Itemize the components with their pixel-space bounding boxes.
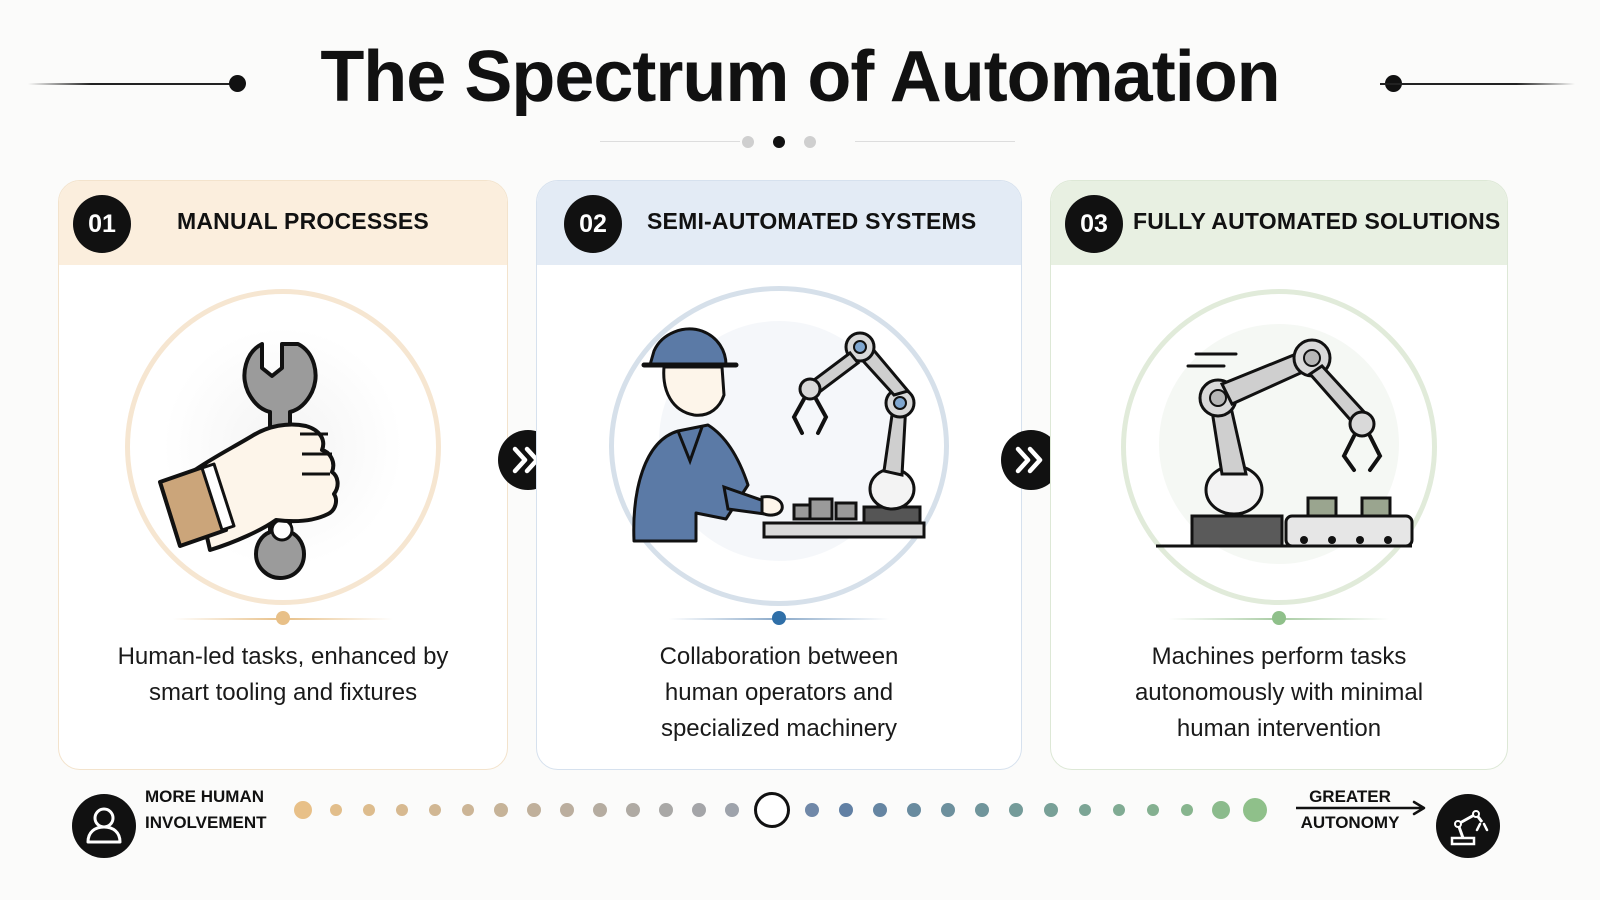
card-title: SEMI-AUTOMATED SYSTEMS (647, 208, 977, 234)
person-icon (72, 794, 136, 858)
divider-dot (772, 611, 786, 625)
scale-dot (1180, 804, 1193, 816)
scale-dot (593, 803, 607, 817)
automation-scale: MORE HUMAN INVOLVEMENT GREATER AUTONOMY (0, 787, 1600, 880)
card-fully-automated-solutions: 03 FULLY AUTOMATED SOLUTIONS (1050, 180, 1508, 770)
scale-dot (839, 803, 854, 817)
scale-dot (560, 803, 574, 817)
robot-arm-icon (1436, 794, 1500, 858)
step-badge: 03 (1065, 195, 1123, 253)
scale-dot (462, 804, 474, 816)
scale-dot (941, 803, 956, 817)
scale-dot (1211, 801, 1230, 819)
divider-dot (1272, 611, 1286, 625)
scale-right-label-line2: AUTONOMY (1300, 813, 1400, 832)
scale-dot (907, 803, 922, 817)
pagination-dot-active (773, 136, 785, 148)
card-manual-processes: 01 MANUAL PROCESSES Human-led tasks, enh… (58, 180, 508, 770)
scale-dot (1146, 804, 1159, 816)
page-title: The Spectrum of Automation (320, 37, 1280, 117)
scale-dot (494, 803, 508, 817)
scale-dot (396, 804, 408, 816)
scale-dot (725, 803, 739, 817)
scale-dot (873, 803, 888, 817)
scale-dot (294, 801, 312, 819)
card-header: 03 FULLY AUTOMATED SOLUTIONS (1051, 181, 1507, 265)
card-description: Machines perform tasks autonomously with… (1134, 643, 1424, 742)
hand-wrench-icon (125, 289, 441, 605)
scale-dot (692, 803, 706, 817)
scale-left-label-line2: INVOLVEMENT (145, 813, 267, 832)
title-pagination-dots (0, 132, 1600, 152)
title-left-line (28, 83, 238, 85)
scale-dot (1078, 804, 1091, 816)
double-chevron-right-icon (1015, 446, 1043, 474)
title-row: The Spectrum of Automation (0, 28, 1600, 138)
card-header: 02 SEMI-AUTOMATED SYSTEMS (537, 181, 1021, 265)
scale-left-label-line1: MORE HUMAN (145, 787, 264, 806)
card-description: Human-led tasks, enhanced by smart tooli… (117, 643, 449, 706)
card-description: Collaboration between human operators an… (659, 643, 899, 742)
card-title: MANUAL PROCESSES (177, 208, 429, 234)
scale-dot (429, 804, 441, 816)
robot-arm-conveyor-icon (1121, 289, 1437, 605)
scale-dot (975, 803, 990, 817)
pagination-dot (742, 136, 754, 148)
scale-dot (363, 804, 375, 816)
scale-right-label-line1: GREATER (1309, 787, 1391, 806)
card-title: FULLY AUTOMATED SOLUTIONS (1133, 208, 1501, 234)
scale-center-marker (754, 792, 790, 828)
scale-dot (527, 803, 541, 817)
card-header: 01 MANUAL PROCESSES (59, 181, 507, 265)
scale-dot (1243, 798, 1267, 822)
step-badge: 02 (564, 195, 622, 253)
scale-dot (805, 803, 819, 817)
divider-dot (276, 611, 290, 625)
scale-dot (330, 804, 342, 816)
pagination-dot (804, 136, 816, 148)
card-semi-automated-systems: 02 SEMI-AUTOMATED SYSTEMS (536, 180, 1022, 770)
worker-robot-arm-icon (609, 286, 949, 606)
scale-dot (1043, 803, 1058, 817)
step-badge: 01 (73, 195, 131, 253)
title-left-dot (229, 75, 246, 92)
scale-dot (1009, 803, 1024, 817)
scale-dot (626, 803, 640, 817)
scale-dot (659, 803, 673, 817)
title-right-line (1380, 83, 1575, 85)
arrow-right-icon (1296, 800, 1426, 816)
scale-dot (1112, 804, 1125, 816)
